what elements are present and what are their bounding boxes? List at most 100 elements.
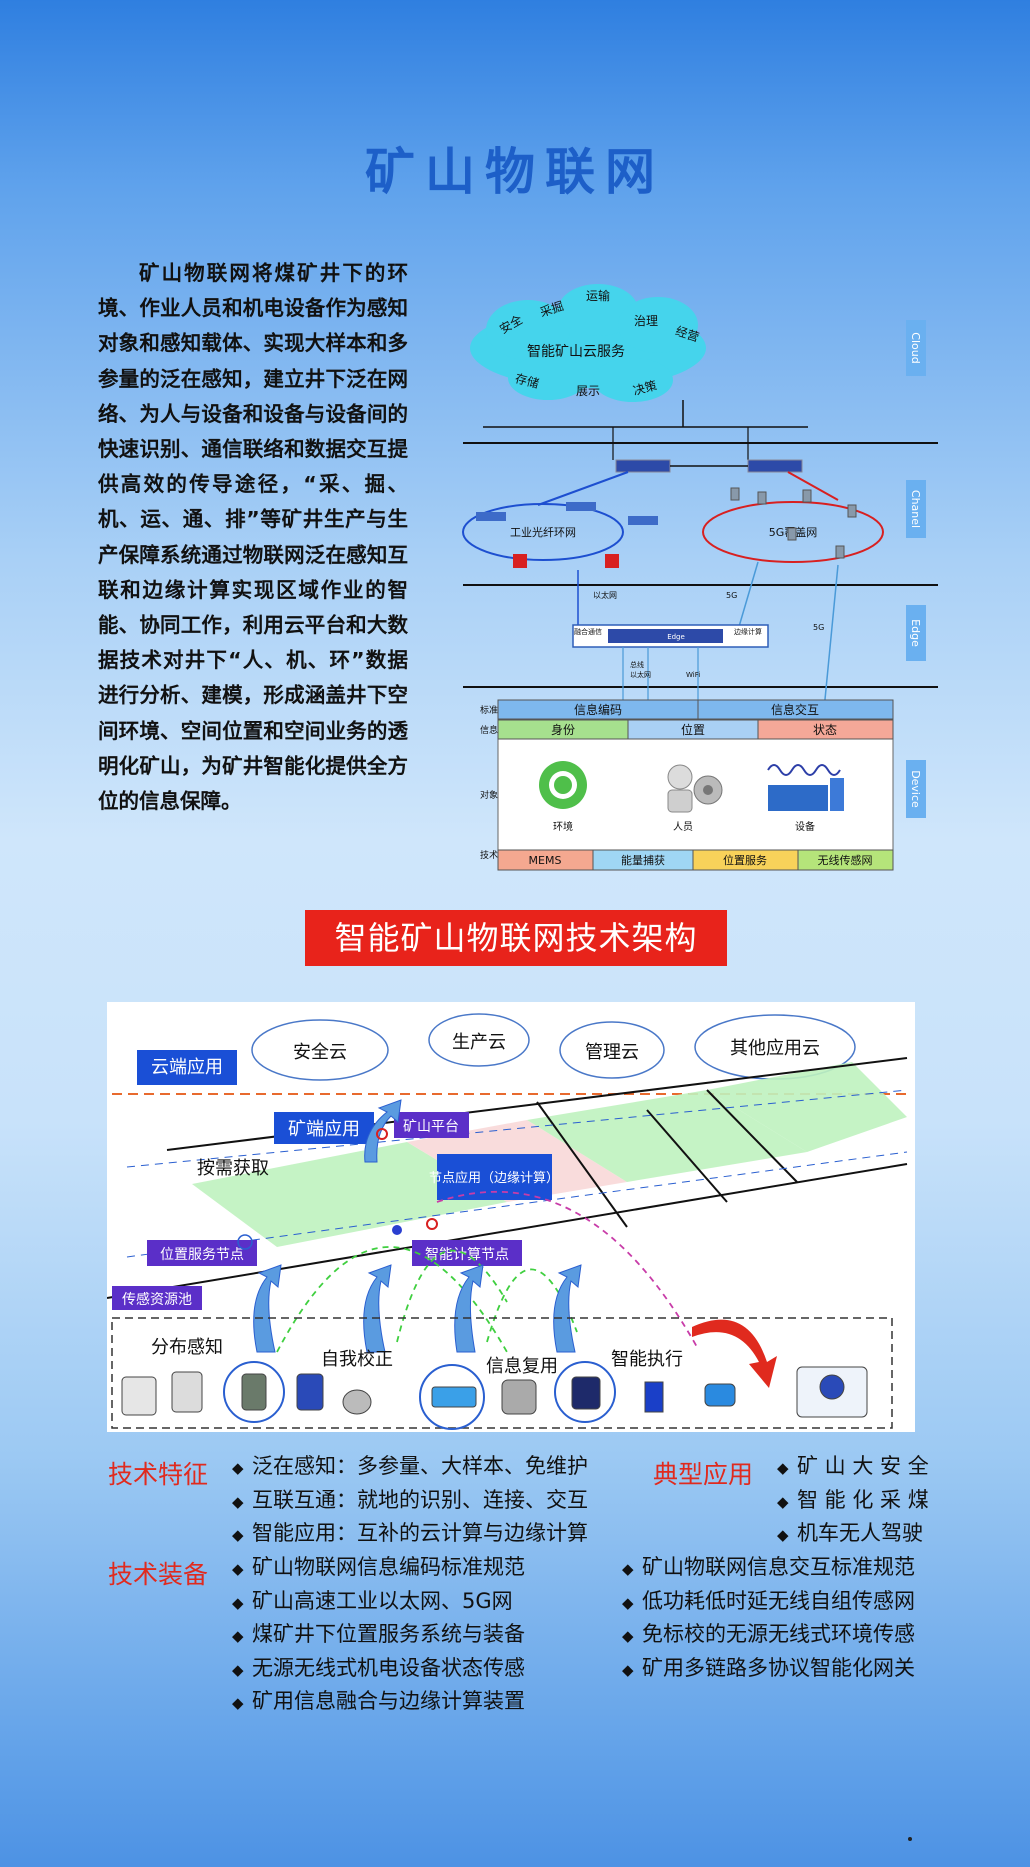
stage-label: 信息复用 [486,1356,558,1377]
fiber-ring [462,503,624,561]
apps-list: ◆矿 山 大 安 全 ◆智 能 化 采 煤 ◆机车无人驾驶 [777,1451,929,1552]
cloud-word: 治理 [634,314,658,328]
execution-arrow-icon [692,1319,777,1388]
mine-platform-label: 矿山平台 [403,1119,459,1135]
cloud-app-label: 云端应用 [151,1057,223,1078]
cloud-service-cloud [470,284,706,402]
cloud-shape [251,1019,389,1081]
sensor-pool-label: 传感资源池 [122,1291,192,1308]
apps-heading: 典型应用 [653,1460,754,1489]
link-label: 5G [726,591,737,600]
layer-tab-cloud: Cloud [909,332,922,363]
std-cell: 信息编码 [574,702,622,717]
equipment-icon [767,764,844,811]
cloud-label: 其他应用云 [730,1038,820,1059]
link-label: 总线 [630,660,644,669]
edge-right-label: 边缘计算 [734,627,762,636]
iot-layer-diagram: 智能矿山云服务 运输 采掘 安全 治理 经营 存储 展示 决策 Cloud Ch… [462,284,938,871]
layer-tab-chanel: Chanel [909,490,922,528]
camera-icon [513,554,527,568]
sensor-device-icons [121,1361,868,1430]
app-item: ◆机车无人驾驶 [777,1521,923,1545]
cloud-shape [559,1021,665,1079]
stage-label: 智能执行 [611,1349,683,1370]
worker-icon [667,764,723,813]
mine-app-label: 矿端应用 [288,1119,360,1140]
5g-antenna-icons [730,487,857,559]
switch-icon [628,516,658,525]
core-switch-icon [747,459,803,473]
features-heading: 技术特征 [108,1460,209,1489]
equipment-item: ◆低功耗低时延无线自组传感网 [622,1588,915,1613]
layer-tab-edge: Edge [909,619,922,647]
object-label: 环境 [553,820,573,833]
equipment-item: ◆矿山高速工业以太网、5G网 [232,1588,513,1613]
cloud-word: 运输 [586,288,610,303]
equipment-item: ◆矿山物联网信息编码标准规范 [232,1555,525,1579]
architecture-diagram: 安全云 生产云 管理云 其他应用云 云端应用 矿端应用 矿山平台 按需获取 节点… [107,1002,915,1432]
upload-arrows [253,1099,582,1353]
camera-icon [605,554,619,568]
app-item: ◆智 能 化 采 煤 [777,1487,929,1512]
object-label: 设备 [795,820,815,833]
info-cell: 位置 [681,722,705,737]
row-label: 标准 [480,704,498,716]
cloud-word: 采掘 [538,298,565,320]
info-cell: 状态 [813,723,837,737]
cloud-label: 生产云 [452,1032,506,1053]
node-app-label: 节点应用（边缘计算） [429,1170,559,1186]
equipment-item: ◆矿用信息融合与边缘计算装置 [232,1689,525,1713]
area-plane [527,1090,807,1182]
roadway-line [107,1163,908,1299]
cloud-label: 安全云 [293,1042,347,1063]
intro-paragraph: 矿山物联网将煤矿井下的环境、作业人员和机电设备作为感知对象和感知载体、实现大样本… [98,261,408,814]
row-label: 技术 [480,849,498,861]
switch-icon [566,502,596,511]
environment-icon [539,761,587,809]
equipment-item: ◆免标校的无源无线式环境传感 [622,1622,915,1646]
equipment-heading: 技术装备 [108,1560,209,1589]
cloud-word: 存储 [514,370,541,391]
data-flow-arcs [276,1190,698,1353]
5g-ring [702,501,884,563]
cloud-label: 管理云 [585,1042,639,1063]
feature-item: ◆泛在感知：多参量、大样本、免维护 [232,1454,588,1478]
page-title: 矿山物联网 [365,143,665,201]
switch-icon [476,512,506,521]
object-label: 人员 [673,821,693,833]
cloud-word: 决策 [632,378,659,398]
tech-cell: MEMS [529,854,562,867]
link-label: 以太网 [593,590,617,600]
feature-item: ◆智能应用：互补的云计算与边缘计算 [232,1521,588,1545]
cloud-shape [428,1013,530,1067]
corner-dot [908,1837,912,1841]
layer-tab-device: Device [909,770,922,808]
features-list: ◆泛在感知：多参量、大样本、免维护 ◆互联互通：就地的识别、连接、交互 ◆智能应… [232,1451,588,1552]
link-label: 5G [813,623,824,632]
row-label: 对象 [480,789,498,801]
area-plane [192,1142,507,1247]
equipment-list-right: ◆矿山物联网信息交互标准规范 ◆低功耗低时延无线自组传感网 ◆免标校的无源无线式… [622,1552,915,1686]
smart-compute-node-label: 智能计算节点 [425,1247,509,1263]
edge-left-label: 融合通信 [574,627,602,636]
tech-cell: 能量捕获 [621,853,665,867]
position-node-label: 位置服务节点 [160,1247,244,1263]
row-label: 信息 [480,724,498,736]
cloud-center-label: 智能矿山云服务 [527,344,625,360]
equipment-item: ◆矿山物联网信息交互标准规范 [622,1555,915,1579]
stage-label: 自我校正 [321,1349,393,1370]
on-demand-label: 按需获取 [197,1158,269,1179]
info-cell: 身份 [551,722,575,737]
feature-item: ◆互联互通：就地的识别、连接、交互 [232,1487,588,1512]
link-label: 以太网 [630,670,651,679]
tech-cell: 无线传感网 [818,853,873,867]
cloud-word: 展示 [576,384,600,398]
equipment-item: ◆无源无线式机电设备状态传感 [232,1655,525,1680]
equipment-list-left: ◆矿山物联网信息编码标准规范 ◆矿山高速工业以太网、5G网 ◆煤矿井下位置服务系… [232,1552,525,1720]
link-label: WiFi [686,671,700,679]
area-plane [707,1062,907,1152]
edge-mid-label: Edge [667,633,685,641]
app-item: ◆矿 山 大 安 全 [777,1454,929,1478]
equipment-item: ◆煤矿井下位置服务系统与装备 [232,1622,525,1646]
equipment-item: ◆矿用多链路多协议智能化网关 [622,1655,915,1680]
